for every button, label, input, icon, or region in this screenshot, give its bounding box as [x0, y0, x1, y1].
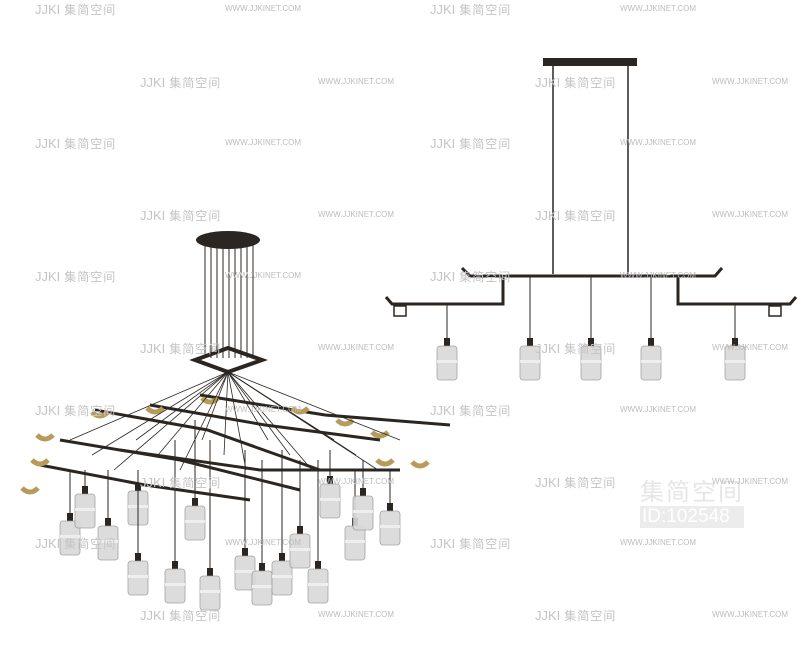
hanging-wire [69, 371, 229, 441]
right-linear-chandelier [384, 58, 798, 381]
brass-arm-tip [290, 406, 310, 415]
lamp-socket [588, 338, 594, 346]
lamp-socket [732, 338, 738, 346]
shade-band [252, 585, 272, 588]
arm-end-cap [768, 305, 782, 317]
canopy [196, 231, 260, 249]
lamp-socket [297, 526, 303, 534]
hanging-wire [227, 371, 247, 471]
arm-end-cap [393, 305, 407, 317]
shade-band [98, 540, 118, 543]
shade-band [520, 360, 540, 363]
lamp-socket [67, 513, 73, 521]
shade-band [128, 575, 148, 578]
shade-band [581, 360, 601, 363]
shade-band [353, 510, 373, 513]
right-arm [676, 276, 798, 306]
lamp-socket [360, 488, 366, 496]
hanging-wire [223, 371, 229, 456]
hanging-wire [91, 371, 229, 456]
hanging-wire [157, 371, 229, 456]
lamp-socket [444, 338, 450, 346]
hanging-wire [201, 371, 229, 441]
hanging-wire [135, 371, 229, 441]
hanging-wire [227, 371, 401, 441]
brass-arm-tip [375, 458, 395, 467]
center-frame [189, 345, 269, 375]
brass-arm-tip [200, 396, 220, 405]
brass-arm-tip [145, 406, 165, 415]
lamp-socket [207, 568, 213, 576]
left-chandelier [20, 231, 451, 611]
shade-band [380, 525, 400, 528]
lamp-socket [527, 338, 533, 346]
id-stamp: 集简空间 ID:102548 [640, 480, 744, 528]
frame-arm [149, 403, 381, 442]
frame-arm [119, 448, 400, 472]
shade-band [60, 535, 80, 538]
hanging-wire [227, 371, 379, 471]
hanging-wire [227, 371, 313, 471]
shade-band [308, 583, 328, 586]
hanging-wire [113, 371, 229, 471]
hanging-wire [227, 371, 269, 441]
hanging-wire [179, 371, 229, 471]
brass-arm-tip [90, 410, 110, 419]
left-arm [384, 276, 505, 306]
lamp-socket [82, 486, 88, 494]
lamp-socket [259, 563, 265, 571]
shade-band [200, 590, 220, 593]
lamp-socket [192, 498, 198, 506]
lamp-socket [242, 548, 248, 556]
shade-band [272, 575, 292, 578]
main-bar [460, 266, 724, 278]
shade-band [185, 520, 205, 523]
lamp-socket [315, 561, 321, 569]
shade-band [235, 570, 255, 573]
stamp-id: ID:102548 [640, 506, 744, 528]
brass-arm-tip [410, 460, 430, 469]
lamp-socket [387, 503, 393, 511]
lamp-socket [279, 553, 285, 561]
shade-band [641, 360, 661, 363]
brass-arm-tip [370, 430, 390, 439]
lamp-socket [105, 518, 111, 526]
shade-band [320, 498, 340, 501]
frame-arm [199, 393, 451, 427]
lamp-socket [172, 561, 178, 569]
lamp-socket [648, 338, 654, 346]
stamp-title: 集简空间 [640, 479, 744, 506]
shade-band [345, 540, 365, 543]
hanging-wire [227, 371, 291, 456]
shade-band [165, 583, 185, 586]
shade-band [437, 360, 457, 363]
brass-arm-tip [20, 486, 40, 495]
canopy [543, 58, 637, 66]
frame-arm [39, 463, 251, 502]
brass-arm-tip [35, 433, 55, 442]
frame-arm [59, 438, 301, 492]
shade-band [725, 360, 745, 363]
lamp-socket [135, 553, 141, 561]
shade-band [290, 548, 310, 551]
brass-arm-tip [30, 458, 50, 467]
lamp-socket [327, 476, 333, 484]
shade-band [75, 508, 95, 511]
